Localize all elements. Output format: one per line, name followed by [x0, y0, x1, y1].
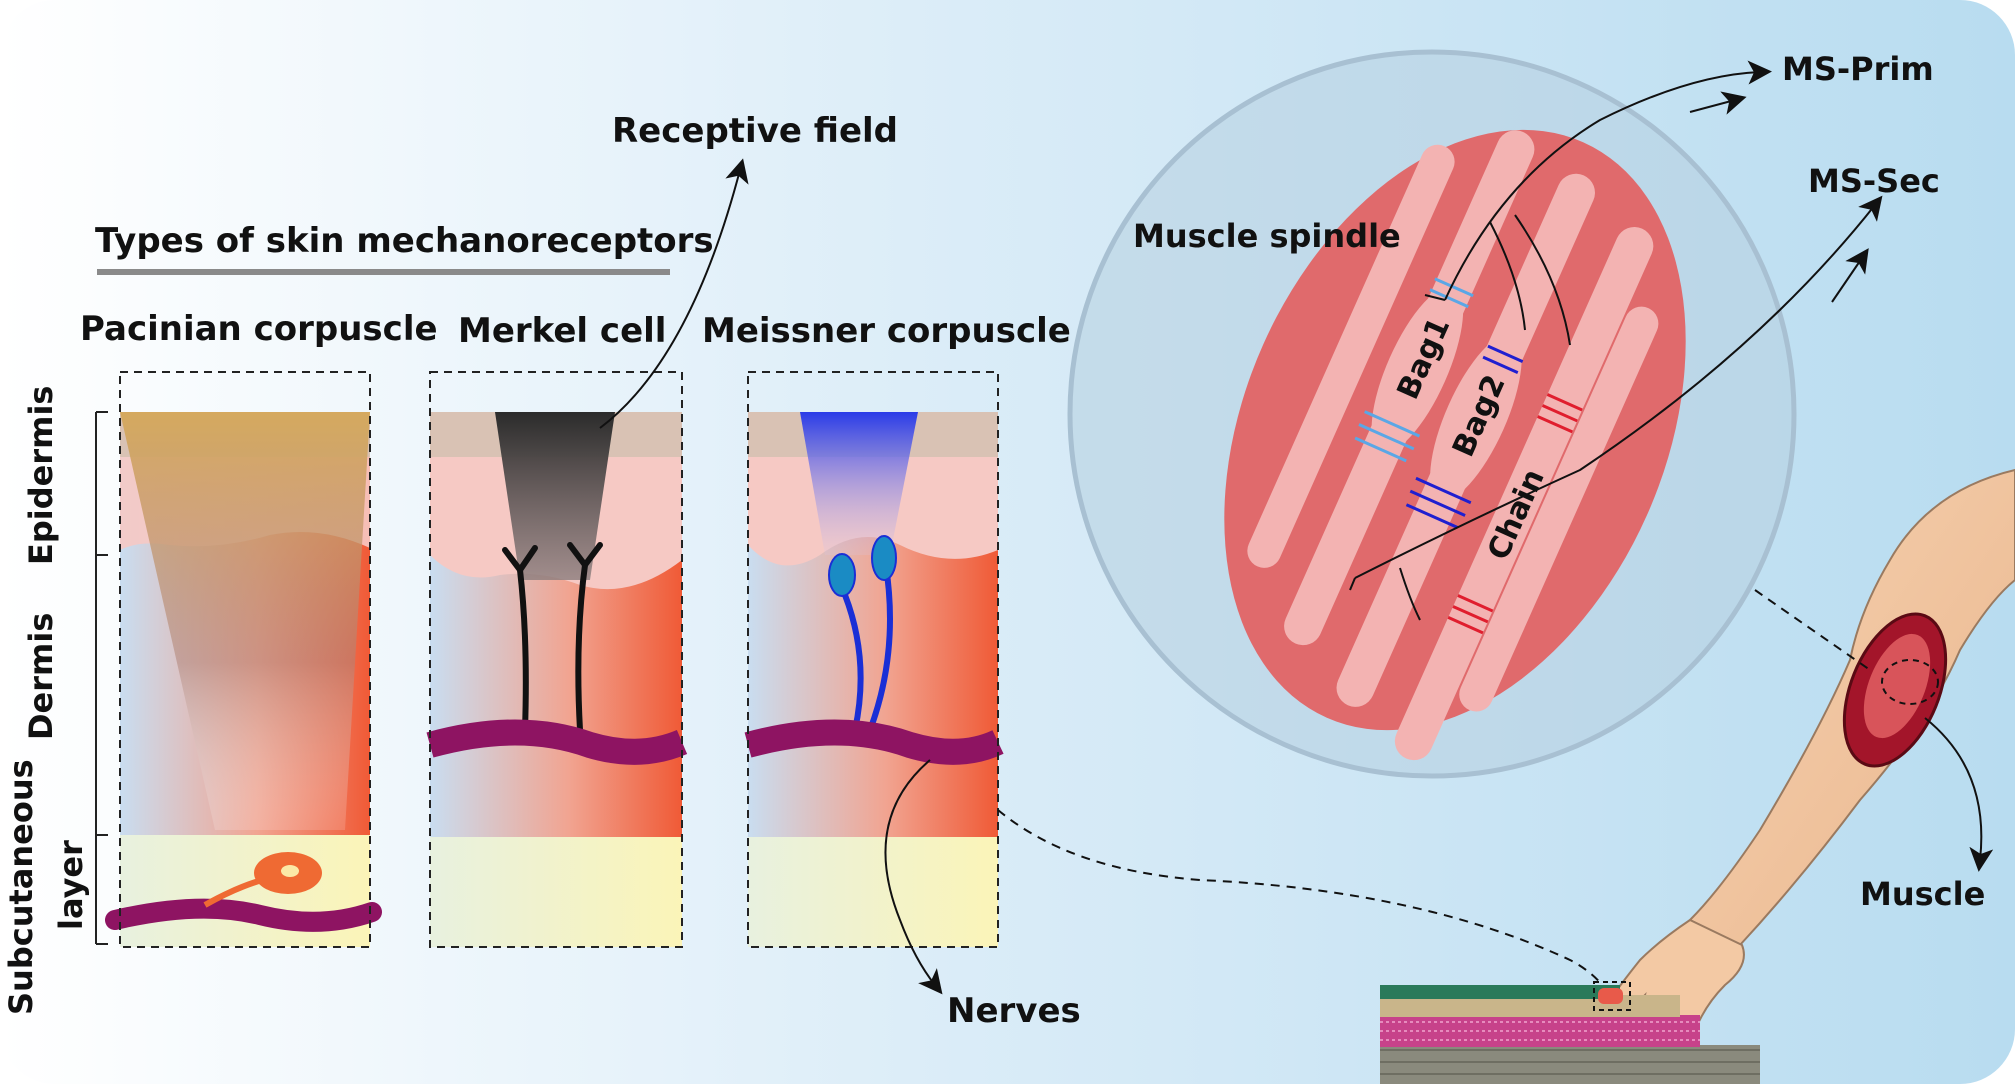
- bag1-bands: [1354, 277, 1474, 463]
- meissner-endings: [842, 559, 893, 732]
- receptive-field-label: Receptive field: [612, 111, 898, 151]
- pacinian-nerve: [105, 898, 382, 932]
- nerves-arrow: [884, 759, 943, 995]
- layer-label: layer: [52, 840, 90, 930]
- spindle-afferents: [1349, 60, 1883, 621]
- pacinian-receptive-cone: [120, 412, 370, 830]
- epidermis-label: Epidermis: [22, 386, 60, 565]
- muscle-spindle-label: Muscle spindle: [1133, 217, 1401, 255]
- meissner-panel: [744, 371, 1004, 948]
- pacinian-panel: [105, 371, 382, 948]
- meissner-corpuscle-1: [828, 553, 856, 597]
- muscle-arrow: [1924, 717, 1994, 872]
- merkel-heading: Merkel cell: [458, 311, 666, 351]
- muscle-label: Muscle: [1860, 875, 1985, 913]
- merkel-panel: [426, 371, 688, 948]
- diagram-title: Types of skin mechanoreceptors: [95, 221, 714, 261]
- nerves-label: Nerves: [947, 991, 1081, 1031]
- merkel-nerve: [426, 719, 688, 765]
- meissner-receptive-cone: [800, 412, 918, 555]
- chain-fiber: [1394, 227, 1654, 761]
- ms-prim-fiber: [1444, 60, 1772, 301]
- layer-bracket: [95, 411, 108, 945]
- meissner-nerve: [744, 719, 1004, 765]
- ms-prim-direction-arrow: [1689, 91, 1747, 115]
- ms-prim-label: MS-Prim: [1782, 50, 1934, 88]
- ms-sec-direction-arrow: [1831, 248, 1869, 303]
- texture-green: [1380, 985, 1620, 999]
- merkel-endings: [502, 542, 603, 733]
- dermis-label: Dermis: [22, 613, 60, 740]
- meissner-heading: Meissner corpuscle: [702, 311, 1071, 351]
- bag2-bands: [1405, 344, 1524, 529]
- ms-sec-label: MS-Sec: [1808, 162, 1940, 200]
- fingertip-sensor: [1598, 988, 1623, 1004]
- spindle-zoom-ring: [1881, 659, 1939, 705]
- pacinian-heading: Pacinian corpuscle: [80, 309, 438, 349]
- spindle-zoom-connector: [1754, 589, 1871, 671]
- subcutaneous-label: Subcutaneous: [2, 759, 40, 1015]
- chain-bands: [1447, 393, 1583, 635]
- ms-sec-fiber: [1354, 195, 1883, 579]
- receptive-field-arrow: [599, 158, 749, 429]
- meissner-corpuscle-2: [871, 535, 897, 581]
- skin-to-finger-connector: [997, 809, 1606, 989]
- texture-samples: [1380, 981, 1760, 1084]
- merkel-receptive-cone: [495, 412, 615, 580]
